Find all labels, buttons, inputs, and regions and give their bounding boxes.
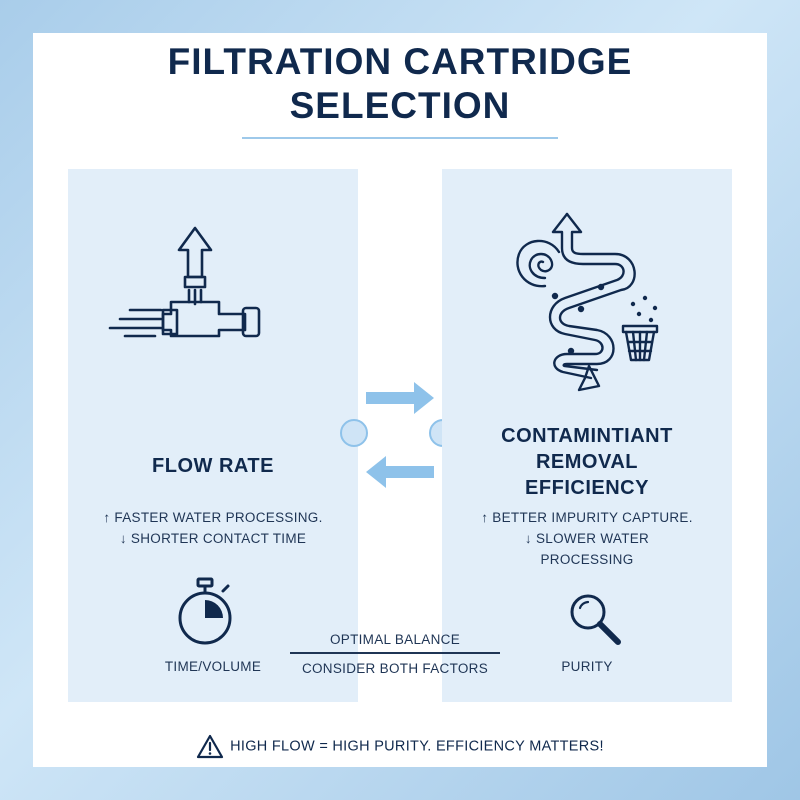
heading-line-1: CONTAMINTIANT <box>501 425 673 447</box>
contaminant-removal-points: ↑ BETTER IMPURITY CAPTURE. ↓ SLOWER WATE… <box>442 507 732 570</box>
heading-line-2: REMOVAL <box>535 451 638 473</box>
warning-banner: HIGH FLOW = HIGH PURITY. EFFICIENCY MATT… <box>0 734 800 759</box>
warning-icon <box>197 734 224 759</box>
removal-point-1: ↑ BETTER IMPURITY CAPTURE. <box>481 510 693 525</box>
time-volume-caption: TIME/VOLUME <box>164 659 262 674</box>
heading-line-3: EFFICIENCY <box>525 477 649 499</box>
purity-caption: PURITY <box>561 659 613 674</box>
warning-text: HIGH FLOW = HIGH PURITY. EFFICIENCY MATT… <box>230 738 604 755</box>
magnifier-icon <box>570 594 621 645</box>
flow-rate-point-1: ↑ FASTER WATER PROCESSING. <box>103 510 323 525</box>
page-title: FILTRATION CARTRIDGE SELECTION <box>0 40 800 128</box>
contaminant-removal-heading: CONTAMINTIANT REMOVAL EFFICIENCY <box>442 423 732 501</box>
title-divider <box>242 137 558 139</box>
winding-path-icon <box>516 212 659 392</box>
optimal-balance-label: OPTIMAL BALANCE CONSIDER BOTH FACTORS <box>290 632 500 676</box>
pipe-flow-icon <box>108 226 261 338</box>
flow-rate-heading: FLOW RATE <box>152 455 274 477</box>
flow-rate-points: ↑ FASTER WATER PROCESSING. ↓ SHORTER CON… <box>68 507 358 549</box>
stopwatch-icon <box>178 577 232 645</box>
flow-rate-point-2: ↓ SHORTER CONTACT TIME <box>119 531 307 546</box>
removal-point-2b: PROCESSING <box>540 552 634 567</box>
balance-bottom: CONSIDER BOTH FACTORS <box>301 660 489 676</box>
title-line-2: SELECTION <box>289 85 511 126</box>
contaminant-removal-panel <box>442 169 732 702</box>
removal-point-2a: ↓ SLOWER WATER <box>524 531 650 546</box>
balance-rule <box>290 652 500 654</box>
title-line-1: FILTRATION CARTRIDGE <box>167 41 633 82</box>
balance-top: OPTIMAL BALANCE <box>329 632 461 647</box>
